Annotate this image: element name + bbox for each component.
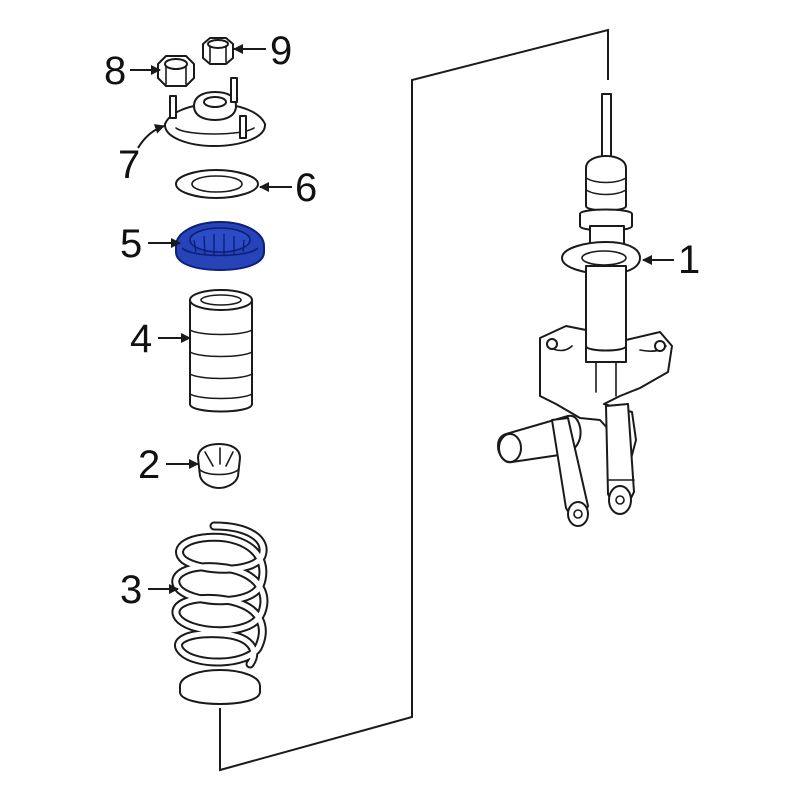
- callout-4: 4: [130, 317, 152, 361]
- callout-5: 5: [120, 222, 142, 266]
- part-9-nut[interactable]: [202, 37, 234, 65]
- part-6-gasket[interactable]: [175, 169, 259, 199]
- callout-numbers: 1 2 3 4 5 6 7 8 9: [104, 29, 700, 612]
- part-2-jounce-bumper[interactable]: [197, 443, 241, 489]
- part-1-strut-assembly[interactable]: [497, 93, 673, 527]
- callout-9: 9: [270, 29, 292, 73]
- leader-7: [137, 124, 165, 149]
- part-8-hex-nut[interactable]: [157, 55, 195, 87]
- part-5-spring-seat-highlighted[interactable]: [175, 220, 265, 272]
- callout-6: 6: [295, 166, 317, 210]
- part-4-dust-boot[interactable]: [189, 289, 253, 413]
- leader-lines: [130, 44, 674, 594]
- part-3-coil-spring[interactable]: [171, 521, 269, 705]
- callout-3: 3: [120, 568, 142, 612]
- callout-8: 8: [104, 49, 126, 93]
- callout-7: 7: [118, 143, 140, 187]
- callout-1: 1: [678, 238, 700, 282]
- part-7-strut-mount[interactable]: [163, 77, 267, 147]
- assembly-frame: [219, 28, 609, 772]
- callout-2: 2: [138, 443, 160, 487]
